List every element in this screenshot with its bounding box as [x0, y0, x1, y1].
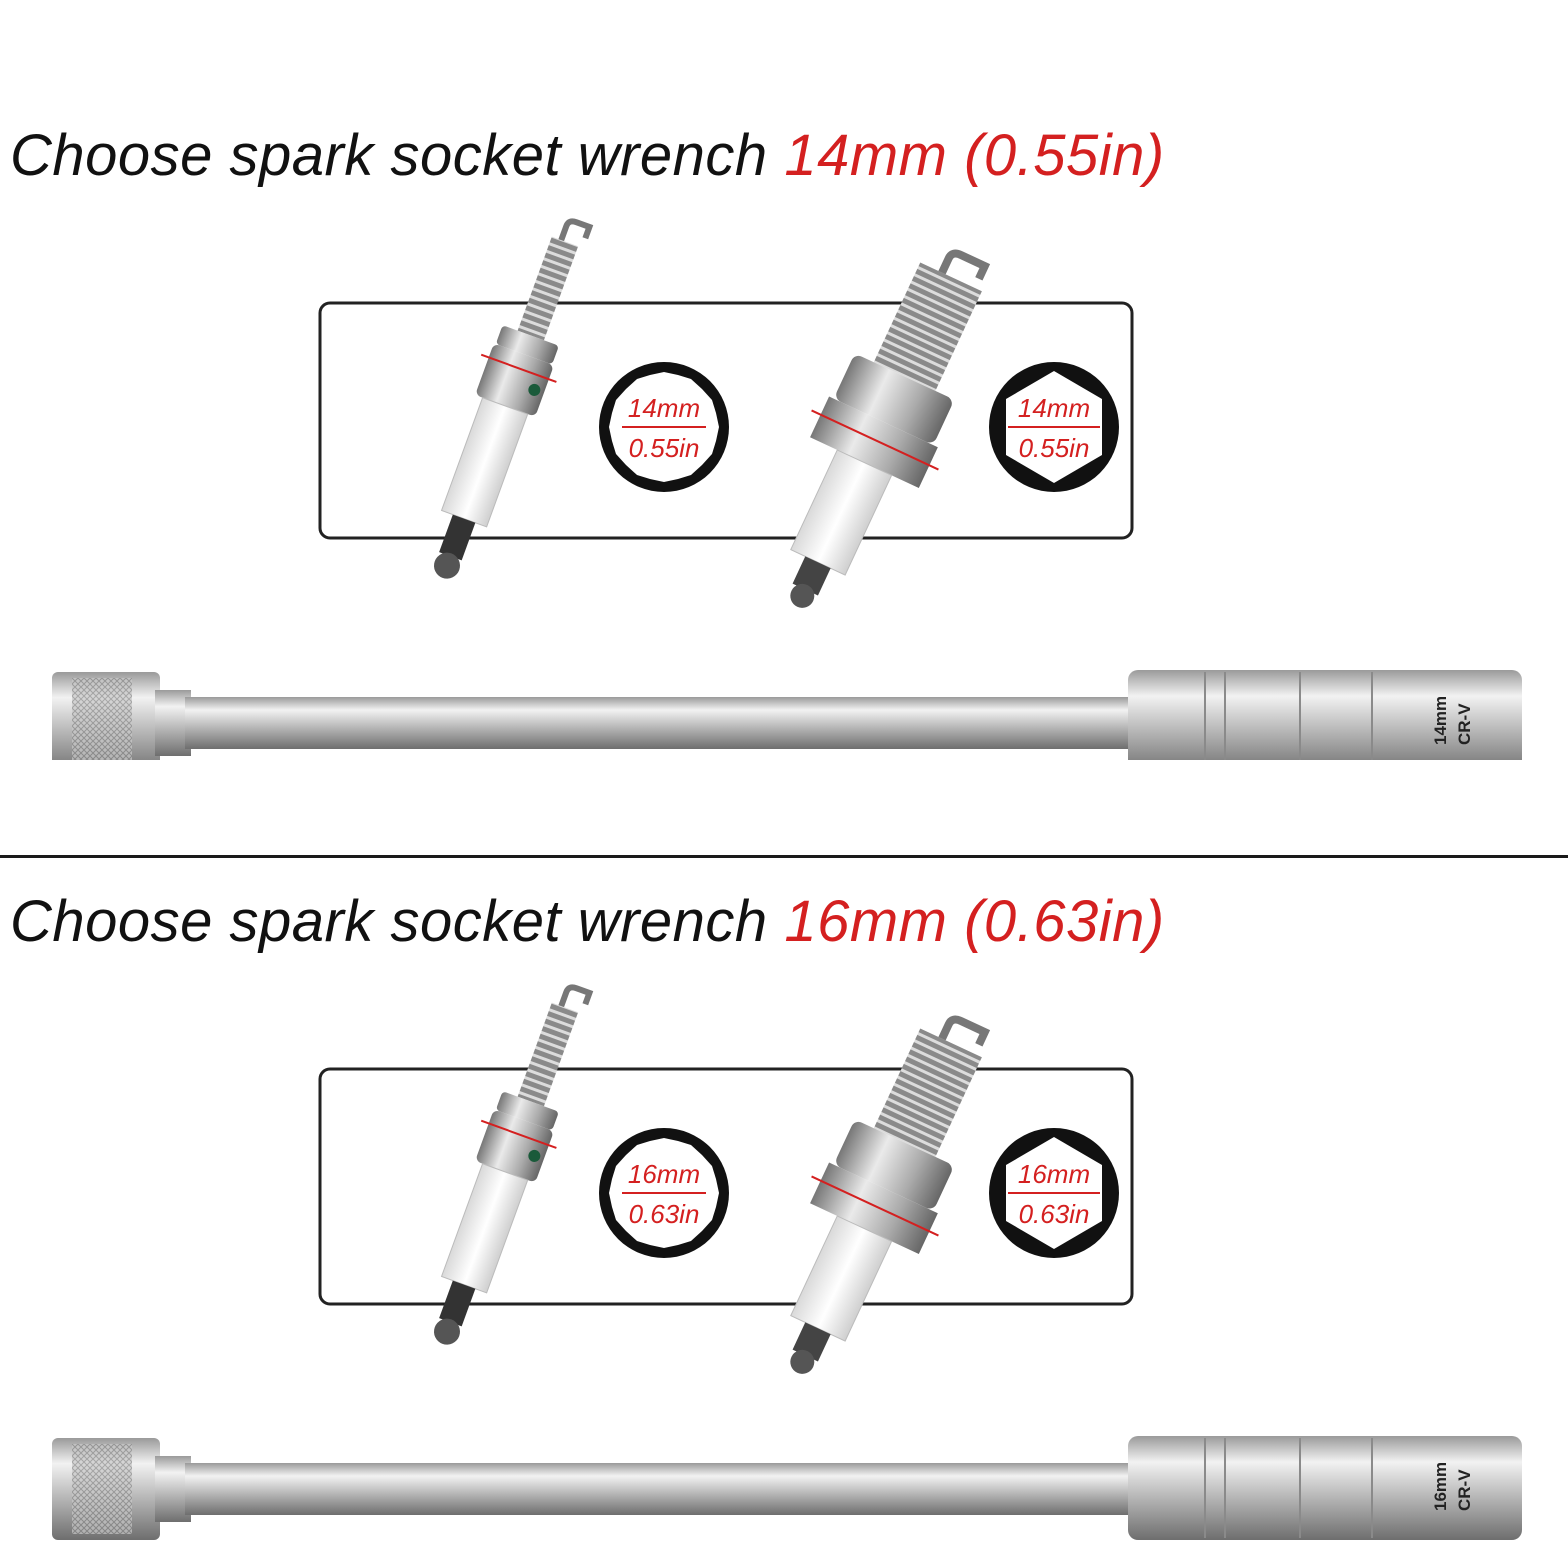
spark-plug-hex-icon	[790, 1015, 991, 1374]
badge-hex-mm: 16mm	[1018, 1159, 1090, 1189]
badge-hex-mm: 14mm	[1018, 393, 1090, 423]
spark-plug-slim-icon	[433, 218, 594, 579]
title-size: 14mm (0.55in)	[784, 123, 1165, 188]
socket-stamp-size: 14mm	[1431, 696, 1450, 745]
socket-stamp-size: 16mm	[1431, 1462, 1450, 1511]
badge-12pt-mm: 16mm	[628, 1159, 700, 1189]
frame-box	[318, 1067, 1134, 1306]
socket-stamp-material: CR-V	[1455, 703, 1474, 745]
hex-badge: 16mm 0.63in	[989, 1128, 1119, 1258]
badge-12pt-mm: 14mm	[628, 393, 700, 423]
socket-wrench-icon: 16mm CR-V	[52, 1436, 1522, 1540]
frame-box	[318, 301, 1134, 540]
badge-12pt-in: 0.63in	[629, 1199, 700, 1229]
socket-wrench-icon: 14mm CR-V	[52, 670, 1522, 760]
section-16mm: Choose spark socket wrench 16mm (0.63in)…	[0, 766, 1568, 1540]
twelve-point-badge: 14mm 0.55in	[599, 362, 729, 492]
spark-plug-hex-icon	[790, 249, 991, 608]
badge-12pt-in: 0.55in	[629, 433, 700, 463]
hex-badge: 14mm 0.55in	[989, 362, 1119, 492]
title-prefix: Choose spark socket wrench	[10, 123, 768, 188]
section-title: Choose spark socket wrench 16mm (0.63in)	[10, 888, 1165, 955]
section-divider	[0, 855, 1568, 858]
illustration-16mm: 16mm 0.63in 16mm 0.63in	[52, 984, 1522, 1540]
socket-stamp-material: CR-V	[1455, 1469, 1474, 1511]
twelve-point-badge: 16mm 0.63in	[599, 1128, 729, 1258]
badge-hex-in: 0.55in	[1019, 433, 1090, 463]
title-prefix: Choose spark socket wrench	[10, 889, 768, 954]
illustration-14mm: 14mm 0.55in 14mm 0.55in	[52, 218, 1522, 760]
spark-plug-slim-icon	[433, 984, 594, 1345]
badge-hex-in: 0.63in	[1019, 1199, 1090, 1229]
section-title: Choose spark socket wrench 14mm (0.55in)	[10, 122, 1165, 189]
title-size: 16mm (0.63in)	[784, 889, 1165, 954]
section-14mm: Choose spark socket wrench 14mm (0.55in)	[0, 0, 1568, 760]
